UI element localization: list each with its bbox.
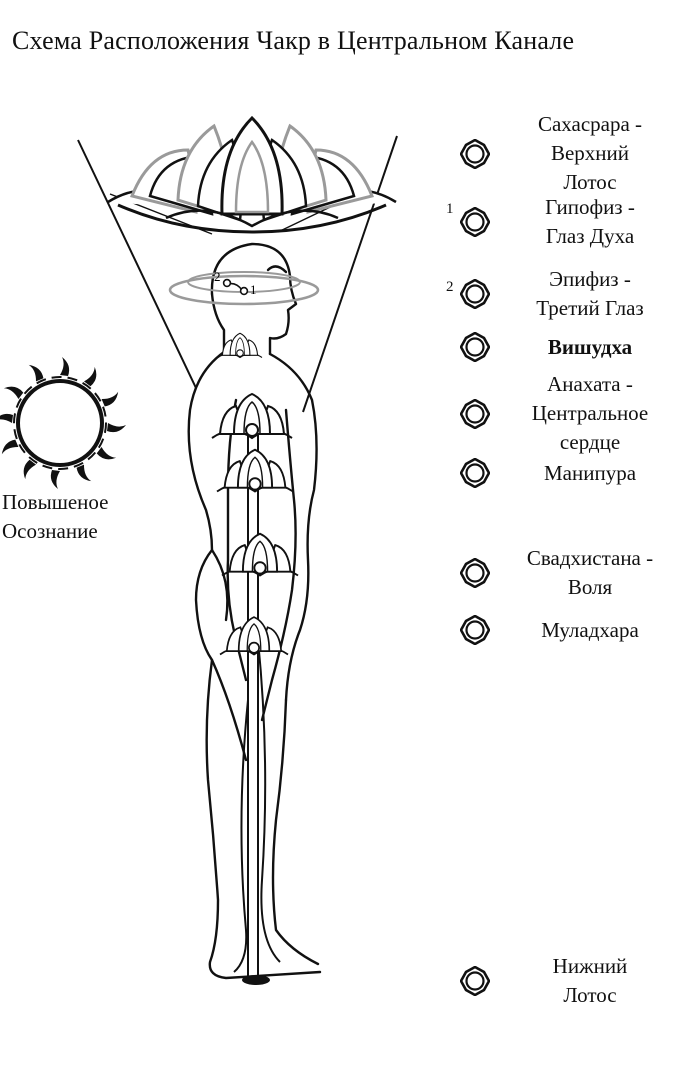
legend-label: Манипура	[543, 460, 637, 485]
chakra-icon	[460, 398, 490, 429]
central-channel	[233, 418, 281, 978]
legend-item-anahata: Анахата - Центральное сердце	[460, 370, 690, 457]
chakra-icon	[460, 966, 490, 996]
legend-item-pineal: 2 Эпифиз - Третий Глаз	[446, 265, 690, 323]
legend-label: Эпифиз - Третий Глаз	[536, 267, 644, 320]
chakra-icon	[460, 458, 490, 488]
chakra-icon	[460, 558, 490, 588]
anahata-lotus	[211, 393, 293, 439]
marker-2: 2	[214, 269, 221, 284]
chakra-icon	[460, 138, 490, 169]
cone-line-left	[77, 139, 197, 389]
legend-label: Муладхара	[541, 617, 639, 642]
legend-label: Нижний Лотос	[552, 954, 628, 1007]
cone-line-right	[302, 135, 398, 413]
legend-item-muladhara: Муладхара	[460, 615, 690, 645]
muladhara-lotus	[219, 616, 289, 656]
head-markers: 2 1	[214, 269, 257, 297]
body-outline	[168, 242, 322, 980]
legend-label: Свадхистана - Воля	[526, 546, 654, 599]
diagram-title: Схема Расположения Чакр в Центральном Ка…	[12, 26, 575, 55]
chakra-icon	[460, 615, 490, 645]
crown-lotus	[107, 115, 397, 234]
legend-item-lower-lotus: Нижний Лотос	[460, 952, 690, 1010]
legend-number: 1	[446, 201, 454, 217]
chakra-icon	[460, 332, 490, 362]
legend-item-manipura: Манипура	[460, 458, 690, 488]
legend-label: Сахасрара - Верхний Лотос	[537, 112, 643, 194]
legend-label: Гипофиз - Глаз Духа	[545, 195, 635, 248]
legend-label: Анахата - Центральное сердце	[531, 372, 649, 454]
sun-awareness-icon	[0, 357, 126, 489]
root-base	[242, 975, 270, 985]
legend-item-svadhisthana: Свадхистана - Воля	[460, 544, 690, 602]
legend-number: 2	[446, 279, 454, 295]
awareness-label: Повышеное Осознание	[2, 490, 109, 543]
chakra-icon	[460, 279, 490, 309]
legend-item-pituitary: 1 Гипофиз - Глаз Духа	[446, 193, 690, 251]
svadhisthana-lotus	[221, 532, 299, 577]
legend-label: Вишудха	[547, 334, 633, 359]
marker-1: 1	[250, 282, 257, 297]
legend-item-sahasrara: Сахасрара - Верхний Лотос	[460, 110, 690, 197]
legend-item-vishuddha: Вишудха	[460, 332, 690, 362]
chakra-icon	[460, 207, 490, 237]
